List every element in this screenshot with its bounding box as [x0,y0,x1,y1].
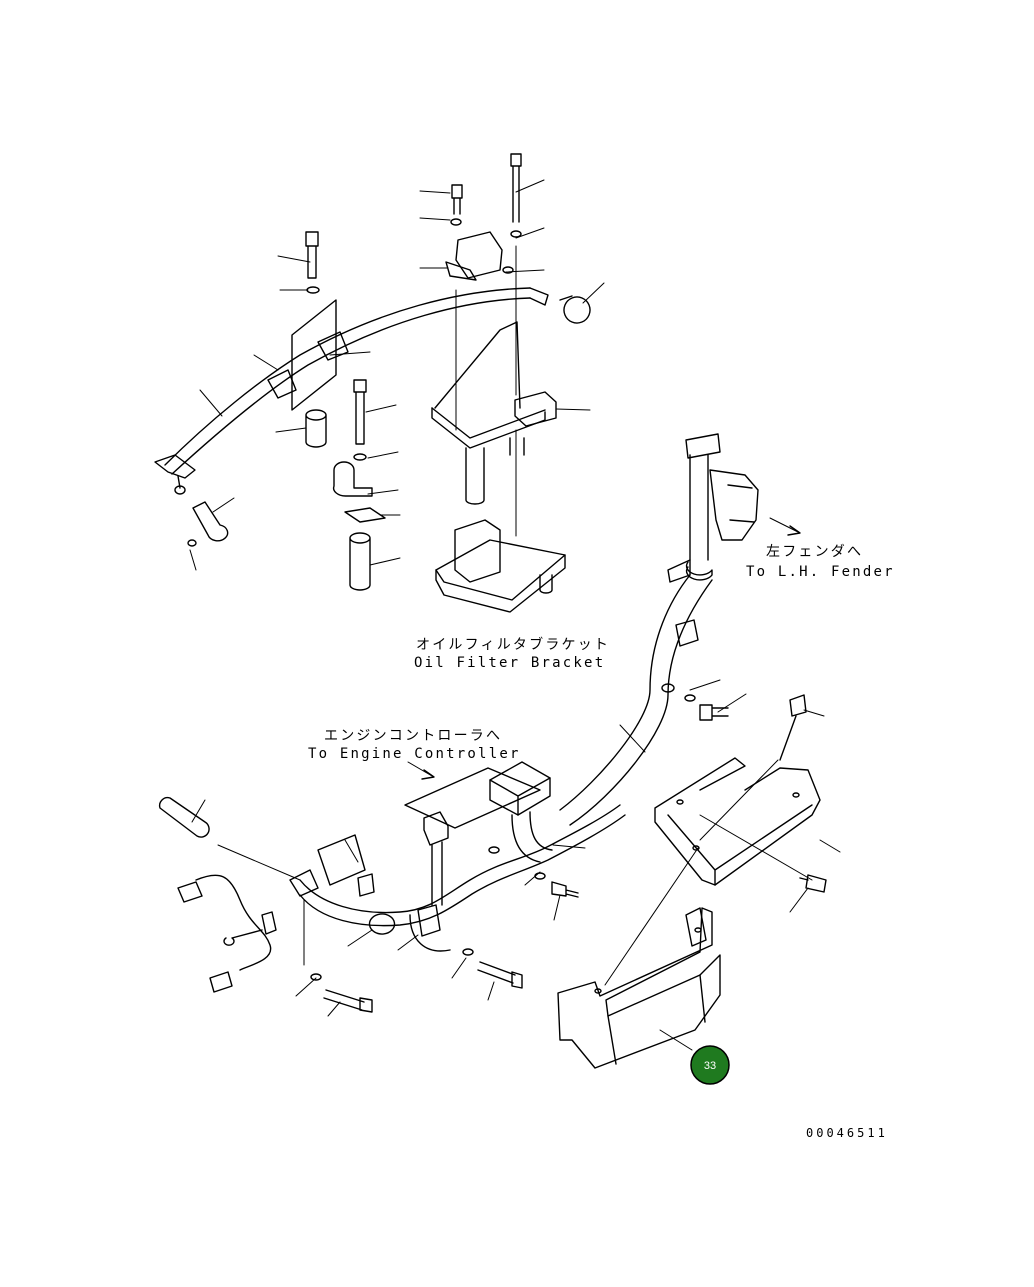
engine-controller-label-jp: エンジンコントローラへ [324,728,502,744]
leader-lines-lower [191,679,841,1051]
drawing-number: 00046511 [806,1126,888,1140]
leader-lines-top [189,179,605,571]
callout-number[interactable]: 33 [704,1060,716,1072]
fender-harness-assembly [559,433,801,826]
engine-controller-harness [158,761,626,1013]
cover-assembly [557,694,827,1069]
oil-filter-bracket-assembly [154,153,591,613]
oil-filter-bracket-label-jp: オイルフィルタブラケット [416,636,610,653]
callout-circle[interactable] [690,1045,730,1085]
lh-fender-label-jp: 左フェンダへ [766,544,863,560]
part-callout-33[interactable]: 33 [690,1045,730,1085]
engine-controller-label-en: To Engine Controller [308,746,521,762]
lh-fender-label-en: To L.H. Fender [746,564,895,580]
oil-filter-bracket-label-en: Oil Filter Bracket [414,655,605,671]
